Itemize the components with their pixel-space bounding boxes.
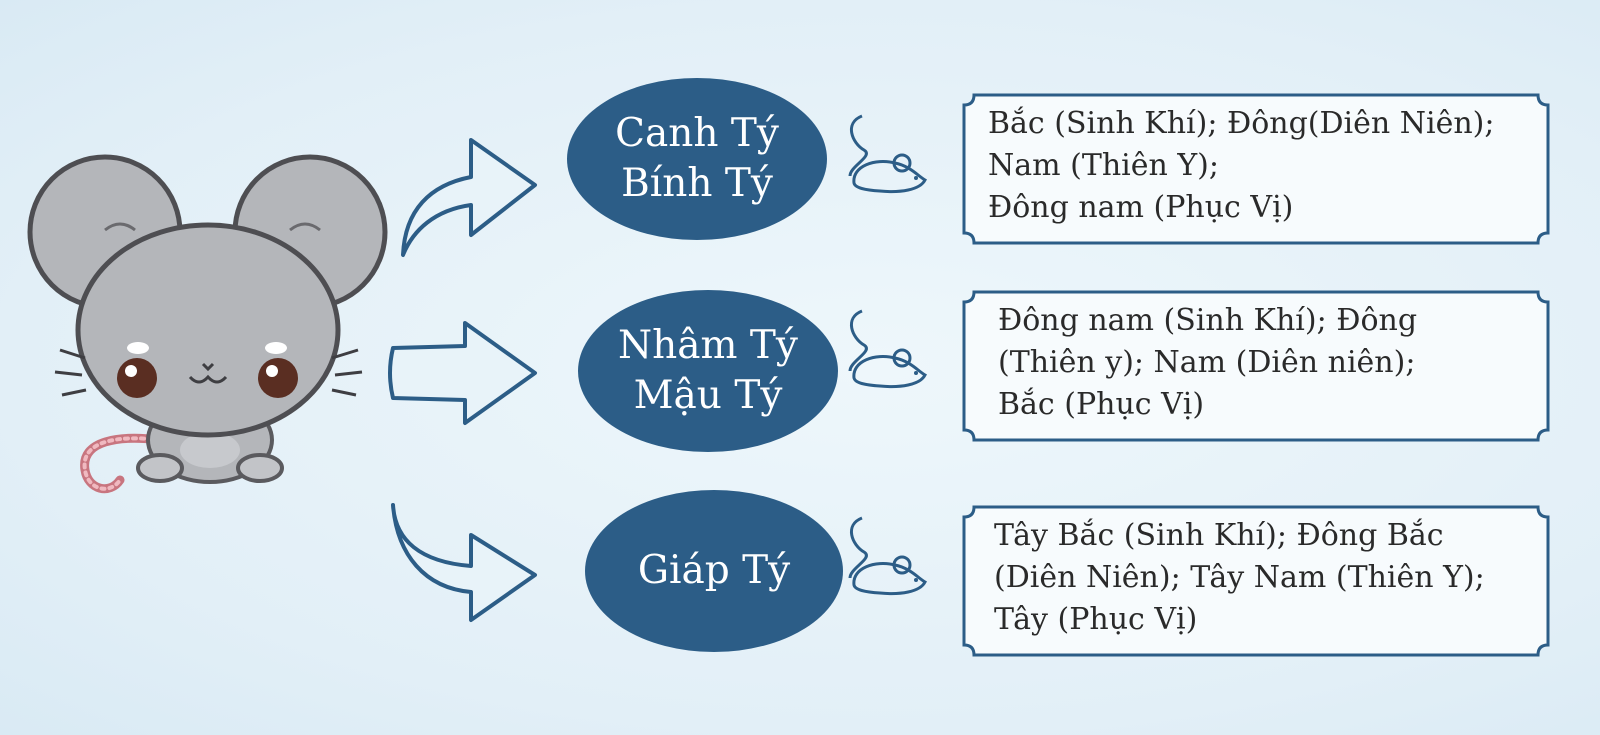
year-group-oval-1: Canh Tý Bính Tý bbox=[567, 78, 827, 240]
oval-3-line-1: Giáp Tý bbox=[637, 548, 791, 593]
box-3-line-2: (Diên Niên); Tây Nam (Thiên Y); bbox=[994, 560, 1485, 595]
box-1-line-1: Bắc (Sinh Khí); Đông(Diên Niên); bbox=[988, 106, 1495, 141]
year-group-oval-3: Giáp Tý bbox=[585, 490, 843, 652]
box-1-line-3: Đông nam (Phục Vị) bbox=[988, 190, 1294, 225]
mouse-outline-icon-3 bbox=[848, 516, 927, 596]
box-1-line-2: Nam (Thiên Y); bbox=[988, 148, 1219, 183]
arrow-icon-top bbox=[401, 138, 537, 257]
arrow-icon-bottom bbox=[391, 503, 537, 622]
mouse-outline-icon-2 bbox=[848, 309, 927, 389]
mouse-outline-icon-1 bbox=[848, 114, 927, 194]
year-group-oval-2: Nhâm Tý Mậu Tý bbox=[578, 290, 838, 452]
arrow-icon-middle bbox=[388, 321, 537, 425]
direction-box-3: Tây Bắc (Sinh Khí); Đông Bắc (Diên Niên)… bbox=[962, 505, 1550, 657]
box-2-line-1: Đông nam (Sinh Khí); Đông bbox=[998, 303, 1418, 338]
box-2-line-2: (Thiên y); Nam (Diên niên); bbox=[998, 345, 1416, 380]
oval-2-line-1: Nhâm Tý bbox=[618, 323, 798, 368]
oval-1-line-1: Canh Tý bbox=[615, 111, 779, 156]
oval-1-line-2: Bính Tý bbox=[621, 161, 773, 206]
direction-box-1: Bắc (Sinh Khí); Đông(Diên Niên); Nam (Th… bbox=[962, 93, 1550, 245]
oval-2-line-2: Mậu Tý bbox=[633, 373, 783, 418]
box-2-line-3: Bắc (Phục Vị) bbox=[998, 387, 1205, 422]
box-3-line-1: Tây Bắc (Sinh Khí); Đông Bắc bbox=[994, 518, 1444, 553]
box-3-line-3: Tây (Phục Vị) bbox=[994, 602, 1198, 637]
mouse-mascot-icon bbox=[27, 154, 388, 494]
direction-box-2: Đông nam (Sinh Khí); Đông (Thiên y); Nam… bbox=[962, 290, 1550, 442]
